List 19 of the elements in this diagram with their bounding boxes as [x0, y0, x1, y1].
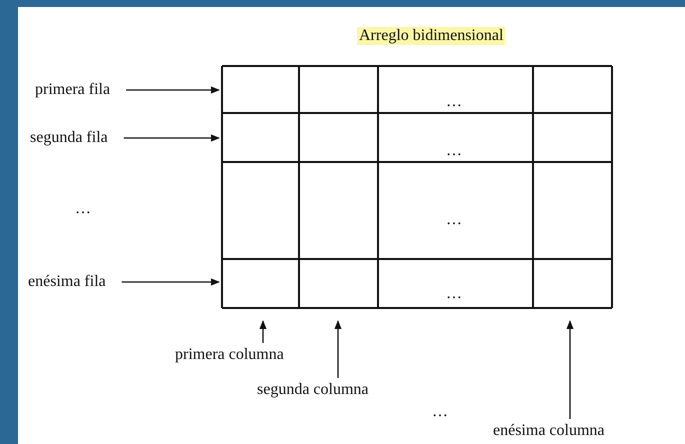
- arrow: [124, 134, 220, 142]
- ellipsis: …: [446, 93, 462, 111]
- arrow: [122, 278, 220, 286]
- ellipsis: …: [75, 200, 91, 218]
- arrow: [126, 86, 220, 94]
- column-label: enésima columna: [493, 422, 605, 440]
- row-label: primera fila: [35, 81, 110, 99]
- column-label: segunda columna: [257, 381, 369, 399]
- row-label: enésima fila: [28, 273, 106, 291]
- column-label: primera columna: [175, 346, 284, 364]
- ellipsis: …: [446, 142, 462, 160]
- arrow: [566, 320, 574, 419]
- title: Arreglo bidimensional: [357, 27, 506, 45]
- ellipsis: …: [446, 211, 462, 229]
- arrow: [259, 320, 267, 343]
- ellipsis: …: [446, 285, 462, 303]
- ellipsis: …: [432, 403, 448, 421]
- row-label: segunda fila: [30, 129, 108, 147]
- arrow: [334, 320, 342, 378]
